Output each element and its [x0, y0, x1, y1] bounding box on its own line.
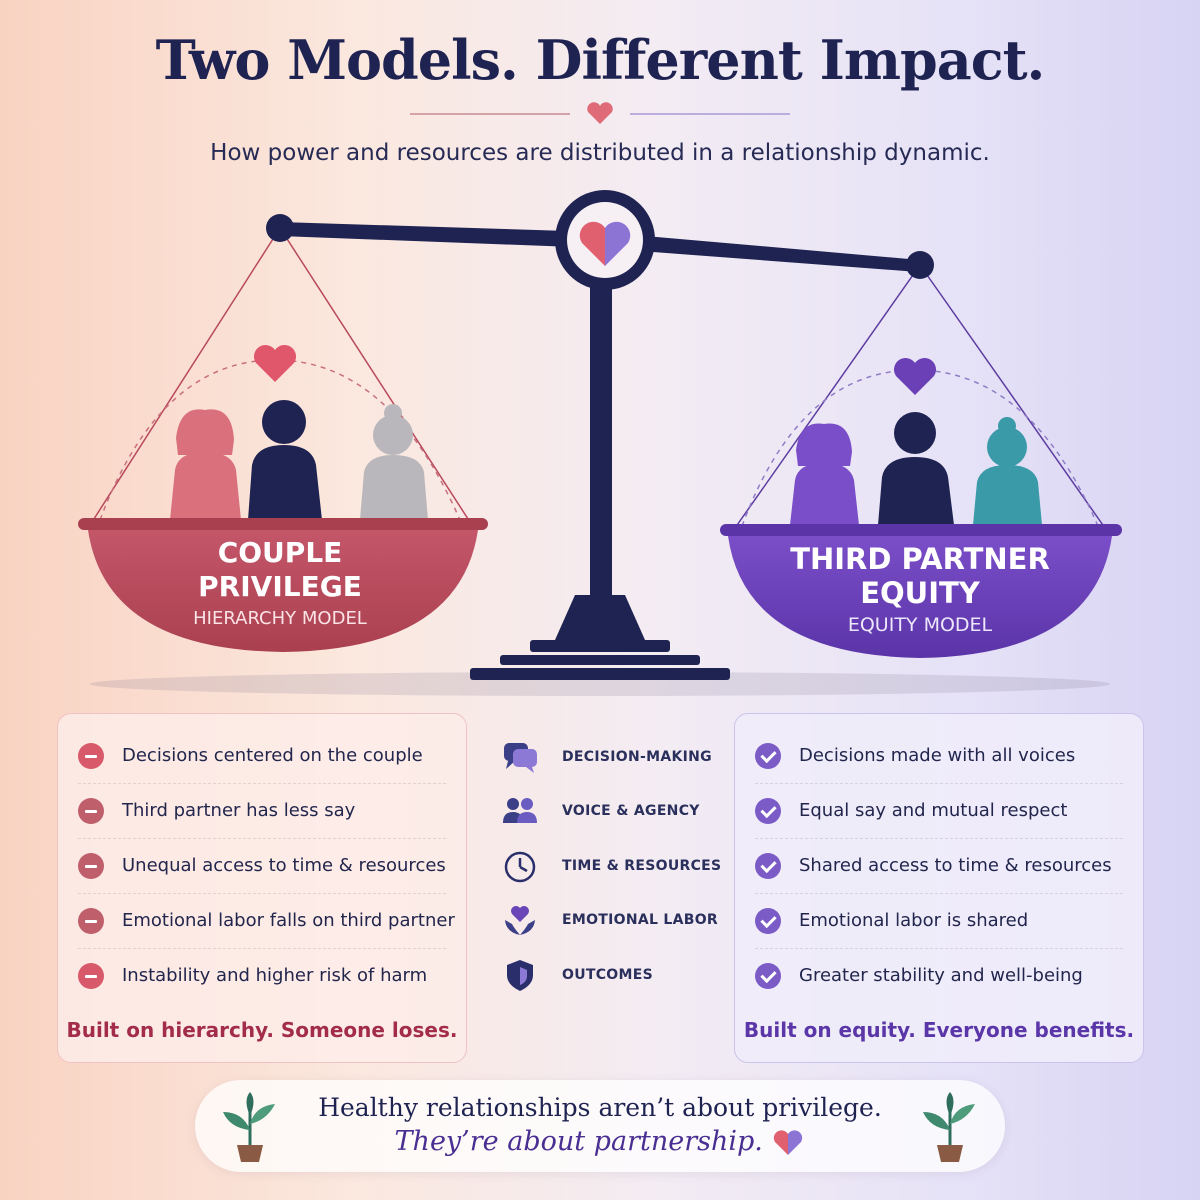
list-item: Greater stability and well-being [755, 948, 1123, 1003]
right-heart-icon [894, 358, 936, 395]
shield-icon [507, 960, 533, 991]
plant-icon [223, 1092, 275, 1162]
minus-icon [78, 852, 104, 879]
title-divider [410, 102, 790, 124]
list-item: Emotional labor is shared [755, 893, 1123, 949]
minus-icon [78, 797, 104, 824]
banner-heart-icon [774, 1129, 803, 1155]
equity-tagline: Built on equity. Everyone benefits. [743, 1018, 1135, 1042]
category-emotional-labor: EMOTIONAL LABOR [500, 900, 720, 940]
plant-icon [923, 1092, 975, 1162]
list-item: Emotional labor falls on third partner [78, 893, 455, 949]
category-outcomes: OUTCOMES [500, 955, 720, 995]
left-person-1 [170, 409, 241, 520]
list-item: Shared access to time & resources [755, 838, 1123, 894]
equity-card: Decisions made with all voices Equal say… [734, 713, 1144, 1063]
balance-scale-illustration [78, 190, 1122, 696]
list-item: Decisions centered on the couple [78, 728, 446, 784]
left-person-2 [248, 400, 322, 520]
beam-end-left [266, 214, 294, 242]
hierarchy-card: Decisions centered on the couple Third p… [57, 713, 467, 1063]
minus-icon [78, 742, 104, 769]
closing-banner [195, 1080, 1005, 1172]
right-model-title: THIRD PARTNER EQUITY [790, 542, 1050, 610]
list-item: Instability and higher risk of harm [78, 948, 446, 1003]
right-person-3 [973, 417, 1042, 525]
banner-line-2: They’re about partnership. [195, 1126, 1005, 1157]
check-icon [755, 907, 781, 934]
category-decision-making: DECISION-MAKING [500, 737, 720, 777]
ground-shadow [90, 672, 1110, 696]
check-icon [755, 962, 781, 989]
scale-pillar [590, 270, 612, 600]
category-voice-agency: VOICE & AGENCY [500, 791, 720, 831]
right-pan [728, 536, 1112, 658]
list-item: Equal say and mutual respect [755, 783, 1123, 839]
speech-bubbles-icon [504, 743, 537, 773]
heart-hands-icon [505, 906, 535, 935]
right-person-2 [878, 412, 954, 525]
minus-icon [78, 907, 104, 934]
right-model-subtitle: EQUITY MODEL [847, 614, 993, 636]
clock-icon [504, 851, 536, 883]
list-item: Third partner has less say [78, 783, 446, 839]
list-item: Decisions made with all voices [755, 728, 1123, 784]
left-model-subtitle: HIERARCHY MODEL [193, 608, 367, 629]
center-heart-icon [579, 221, 605, 266]
minus-icon [78, 962, 104, 989]
check-icon [755, 797, 781, 824]
right-person-1 [790, 423, 859, 525]
beam-end-right [906, 251, 934, 279]
left-person-3 [360, 404, 428, 520]
check-icon [755, 852, 781, 879]
left-heart-icon [253, 344, 297, 382]
divider-heart-icon [587, 102, 613, 124]
page-subtitle: How power and resources are distributed … [210, 140, 990, 166]
check-icon [755, 742, 781, 769]
left-pan [88, 530, 478, 652]
people-icon [503, 798, 537, 823]
banner-line-1: Healthy relationships aren’t about privi… [318, 1093, 882, 1122]
left-model-title: COUPLE PRIVILEGE [198, 536, 362, 603]
category-time-resources: TIME & RESOURCES [500, 846, 721, 886]
hierarchy-tagline: Built on hierarchy. Someone loses. [66, 1018, 458, 1042]
page-title: Two Models. Different Impact. [155, 28, 1046, 92]
scale-base [555, 595, 645, 640]
list-item: Unequal access to time & resources [78, 838, 446, 894]
